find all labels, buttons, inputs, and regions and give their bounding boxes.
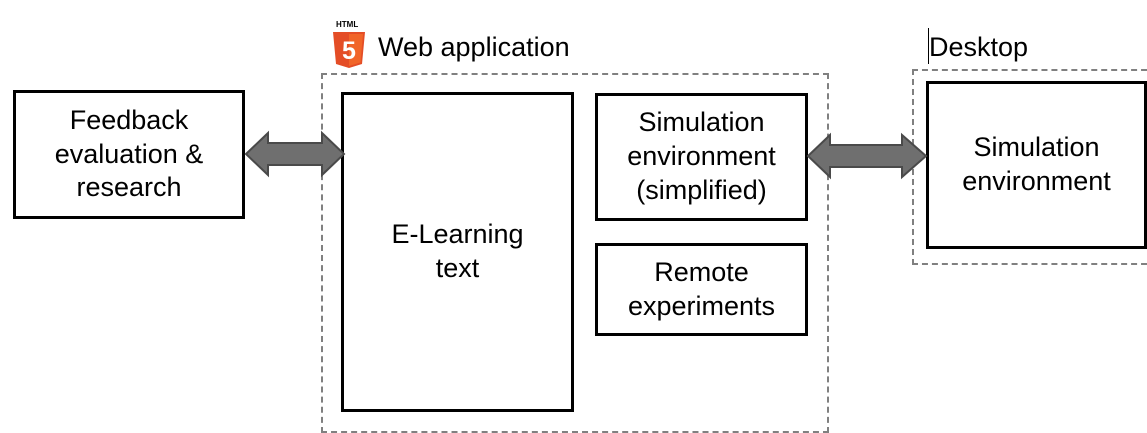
left-bidirectional-arrow [244, 130, 346, 178]
simulation-environment-box: Simulation environment [926, 81, 1147, 249]
html5-icon-svg: HTML 5 [333, 20, 365, 68]
text-cursor [928, 28, 929, 64]
right-bidirectional-arrow [806, 132, 928, 180]
feedback-evaluation-research-box: Feedback evaluation & research [13, 90, 245, 219]
html5-shield-right [349, 34, 363, 66]
right-bidirectional-arrow-shape [806, 132, 928, 180]
simulation-environment-simplified-box: Simulation environment (simplified) [595, 93, 808, 221]
html5-icon-number: 5 [342, 37, 356, 65]
remote-experiments-box: Remote experiments [595, 243, 808, 336]
left-bidirectional-arrow-shape [244, 130, 346, 178]
web-application-label: Web application [378, 32, 570, 62]
html5-icon-text: HTML [336, 20, 358, 29]
html5-icon: HTML 5 [331, 18, 367, 70]
desktop-label: Desktop [929, 32, 1029, 62]
elearning-text-box: E-Learning text [341, 92, 574, 412]
